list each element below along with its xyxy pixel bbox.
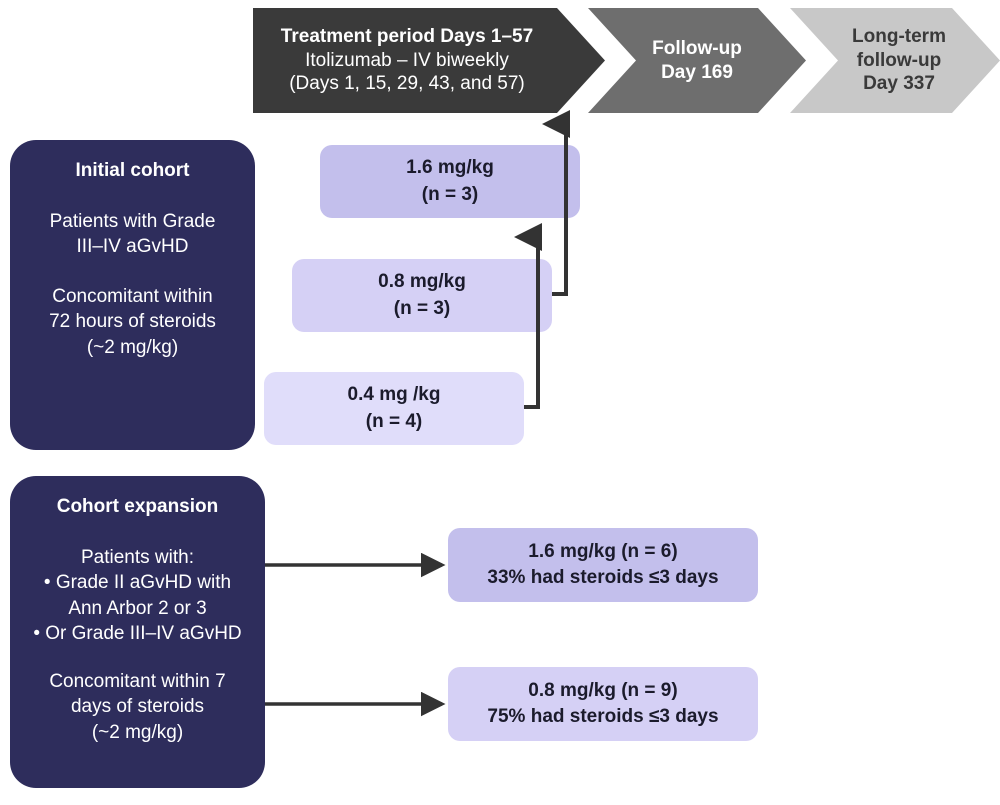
dose-box-initial-0-4: 0.4 mg /kg (n = 4)	[264, 372, 524, 445]
cohort-expansion-lead: Patients with:	[81, 546, 194, 568]
timeline-chevron-long-term-followup: Long-term follow-up Day 337	[790, 8, 1000, 113]
dose-label: 0.4 mg /kg	[347, 384, 441, 406]
treatment-period-drug: Itolizumab – IV biweekly	[305, 49, 509, 71]
timeline-chevron-followup: Follow-up Day 169	[588, 8, 806, 113]
list-item: • Or Grade III–IV aGvHD	[33, 623, 242, 645]
dose-label: 1.6 mg/kg	[406, 157, 494, 179]
dose-n: (n = 4)	[365, 410, 423, 432]
list-item: • Grade II aGvHD with Ann Arbor 2 or 3	[43, 572, 232, 619]
study-timeline: Treatment period Days 1–57 Itolizumab – …	[0, 0, 1000, 125]
followup-title: Follow-up	[652, 37, 742, 59]
dose-n: (n = 3)	[393, 297, 451, 319]
initial-cohort-panel: Initial cohort Patients with Grade III–I…	[10, 140, 255, 450]
treatment-period-title: Treatment period Days 1–57	[280, 25, 534, 47]
timeline-chevron-treatment-period: Treatment period Days 1–57 Itolizumab – …	[253, 8, 605, 113]
cohort-expansion-criteria-list: • Grade II aGvHD with Ann Arbor 2 or 3 •…	[22, 570, 253, 646]
long-term-followup-title-line2: follow-up	[856, 49, 942, 71]
dose-detail: 33% had steroids ≤3 days	[487, 567, 719, 588]
dose-label: 1.6 mg/kg (n = 6)	[528, 540, 678, 562]
dose-box-initial-0-8: 0.8 mg/kg (n = 3)	[292, 259, 552, 332]
long-term-followup-title-line1: Long-term	[852, 25, 946, 47]
initial-cohort-steroids: Concomitant within 72 hours of steroids …	[49, 285, 216, 358]
followup-day: Day 169	[661, 61, 733, 83]
dose-label: 0.8 mg/kg	[378, 271, 466, 293]
dose-box-initial-1-6: 1.6 mg/kg (n = 3)	[320, 145, 580, 218]
initial-cohort-criteria: Patients with Grade III–IV aGvHD	[49, 210, 216, 258]
cohort-expansion-panel: Cohort expansion Patients with: • Grade …	[10, 476, 265, 788]
treatment-period-schedule: (Days 1, 15, 29, 43, and 57)	[289, 73, 525, 95]
cohort-expansion-title: Cohort expansion	[56, 496, 219, 517]
long-term-followup-day: Day 337	[863, 73, 935, 95]
cohort-expansion-steroids: Concomitant within 7 days of steroids (~…	[49, 670, 226, 743]
initial-cohort-title: Initial cohort	[75, 160, 190, 181]
dose-box-expansion-0-8: 0.8 mg/kg (n = 9) 75% had steroids ≤3 da…	[448, 667, 758, 741]
dose-box-expansion-1-6: 1.6 mg/kg (n = 6) 33% had steroids ≤3 da…	[448, 528, 758, 602]
dose-detail: 75% had steroids ≤3 days	[487, 706, 719, 727]
dose-n: (n = 3)	[421, 183, 479, 205]
dose-label: 0.8 mg/kg (n = 9)	[528, 679, 678, 701]
